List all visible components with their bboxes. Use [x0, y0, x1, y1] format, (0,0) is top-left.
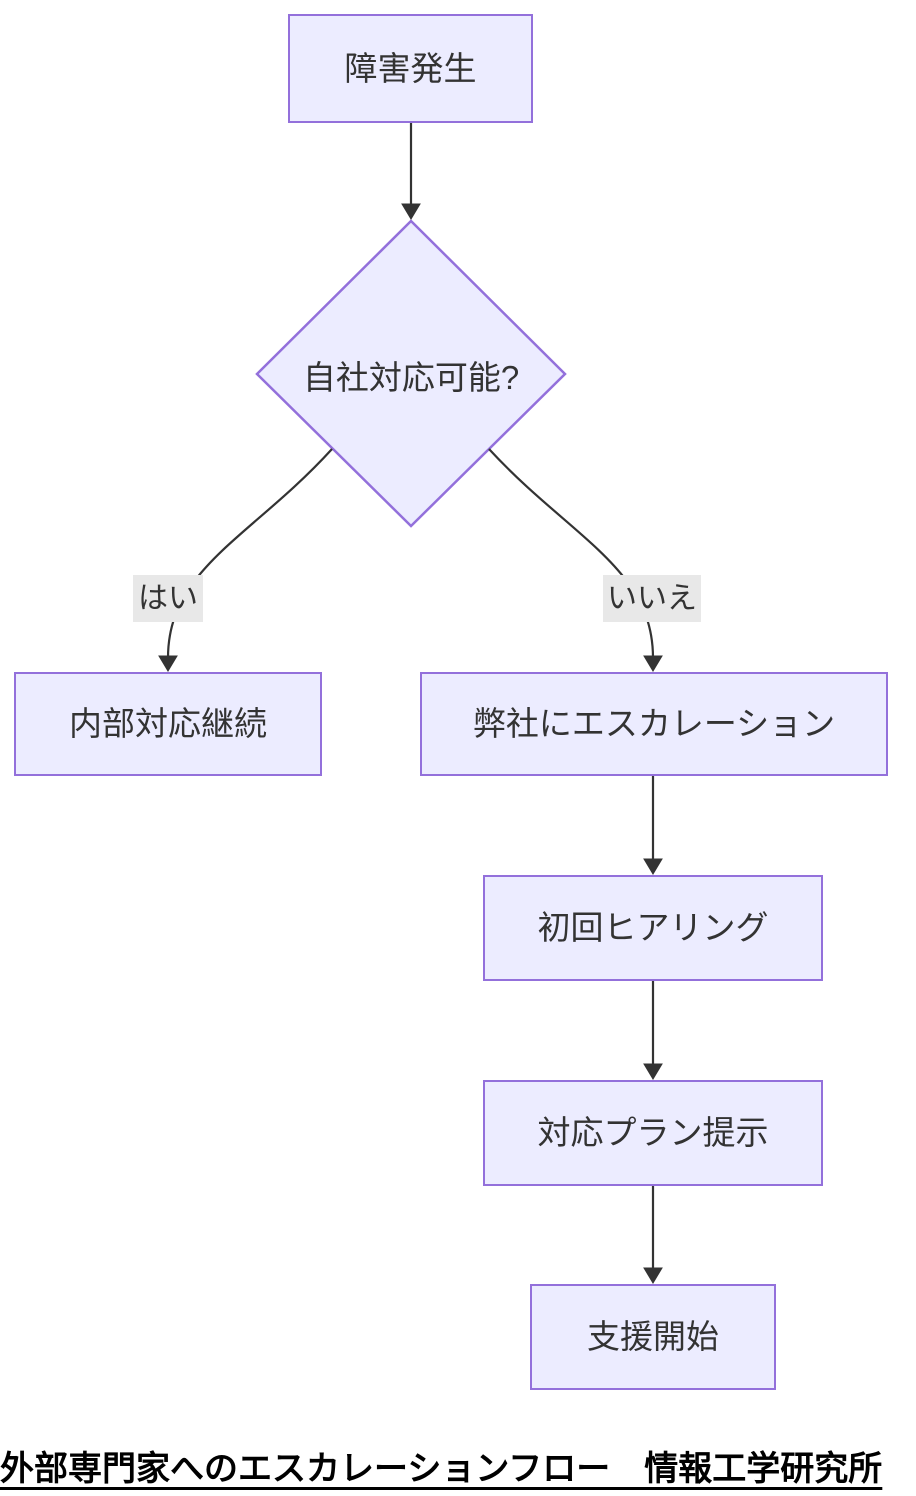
node-hearing: 初回ヒアリング — [483, 875, 823, 981]
arrowhead — [643, 1267, 663, 1284]
arrowhead — [401, 203, 421, 220]
decision-diamond-shape — [255, 219, 567, 528]
node-decision: 自社対応可能? — [261, 340, 561, 410]
node-escalate: 弊社にエスカレーション — [420, 672, 888, 776]
edge-decision-escalate — [488, 448, 655, 659]
node-escalate-label: 弊社にエスカレーション — [472, 705, 836, 743]
node-internal: 内部対応継続 — [14, 672, 322, 776]
arrowhead — [643, 1063, 663, 1080]
edge-label-yes: はい — [133, 575, 203, 622]
arrowhead — [643, 858, 663, 875]
node-plan: 対応プラン提示 — [483, 1080, 823, 1186]
node-decision-label: 自社対応可能? — [302, 359, 520, 396]
edge-label-no: いいえ — [603, 575, 701, 622]
node-plan-label: 対応プラン提示 — [537, 1114, 769, 1152]
node-support-label: 支援開始 — [587, 1318, 719, 1356]
arrowhead — [158, 655, 178, 672]
edge-decision-internal — [166, 448, 333, 659]
node-internal-label: 内部対応継続 — [69, 705, 267, 743]
edge-label-yes-text: はい — [138, 581, 198, 615]
node-support: 支援開始 — [530, 1284, 776, 1390]
diagram-caption: 外部専門家へのエスカレーションフロー 情報工学研究所 — [0, 1441, 916, 1490]
node-incident-label: 障害発生 — [344, 49, 477, 87]
edge-label-no-text: いいえ — [607, 581, 697, 615]
arrowhead — [643, 655, 663, 672]
diagram-caption-text: 外部専門家へのエスカレーションフロー 情報工学研究所 — [0, 1450, 883, 1488]
node-hearing-label: 初回ヒアリング — [537, 909, 769, 947]
node-incident: 障害発生 — [288, 14, 533, 123]
